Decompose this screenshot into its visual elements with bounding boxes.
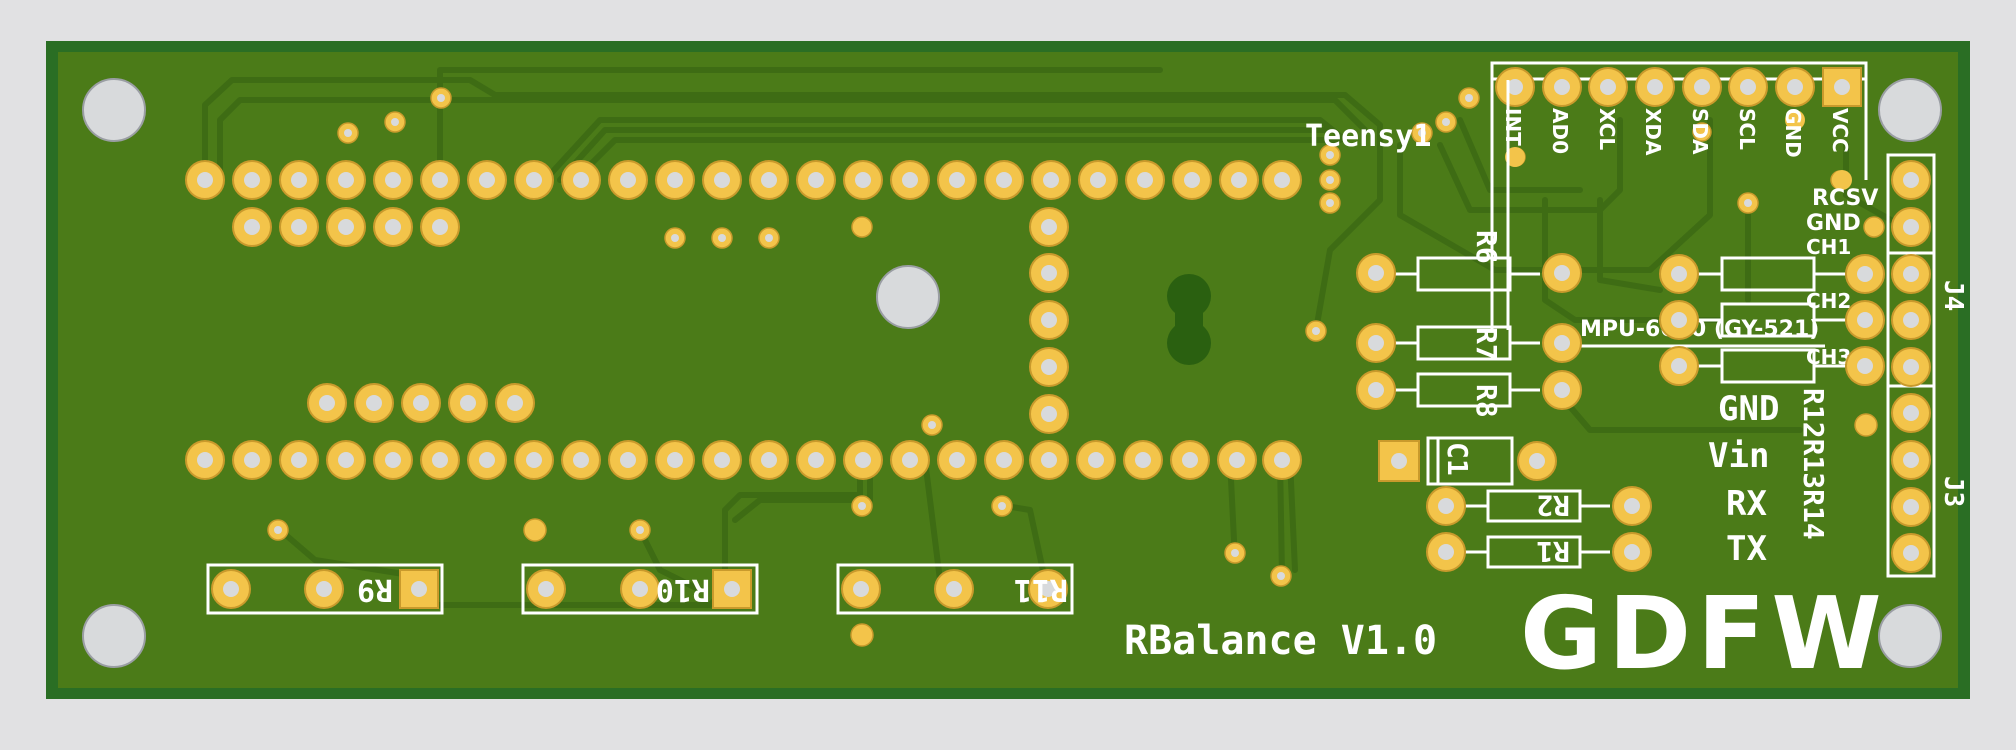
j4-label: J4: [1938, 280, 1968, 311]
capacitor-c1: [1378, 436, 1557, 486]
serial-label-vin: Vin: [1708, 436, 1769, 476]
resistors-r1-r2: [1426, 486, 1652, 572]
pin-scl: SCL: [1735, 108, 1759, 150]
serial-label-rx: RX: [1726, 484, 1767, 524]
r12-14-label: R12R13R14: [1797, 388, 1830, 540]
connector-j4: [1886, 153, 1936, 578]
via-drills: [274, 94, 1752, 580]
j3-label: J3: [1938, 476, 1968, 507]
r8-label: R8: [1470, 384, 1503, 418]
pin-int: INT: [1501, 108, 1525, 146]
r6-label: R6: [1470, 230, 1503, 264]
dark-vias: [1167, 274, 1211, 365]
rc-label-ch1: CH1: [1806, 235, 1851, 259]
board-logo: GDFW: [1520, 575, 1888, 692]
mounting-holes: [82, 78, 1942, 668]
r2-label: R2: [1536, 489, 1570, 522]
mpu-pin-labels: INT AD0 XCL XDA SDA SCL GND VCC: [1501, 108, 1852, 158]
pin-gnd: GND: [1781, 108, 1805, 158]
rc-label-rcsv: RCSV: [1812, 186, 1878, 211]
teensy-header-drills: [197, 172, 1290, 468]
rc-label-gnd: GND: [1806, 211, 1861, 236]
serial-labels: GND Vin RX TX: [1708, 389, 1779, 569]
board-surface: [58, 52, 1958, 688]
resistor-bank-r12-14: [1659, 254, 1885, 386]
board-title: RBalance V1.0: [1124, 618, 1437, 664]
r1-label: R1: [1536, 535, 1570, 568]
pin-xcl: XCL: [1595, 108, 1619, 150]
serial-label-tx: TX: [1726, 529, 1767, 569]
r11-label: R11: [1014, 572, 1068, 607]
pin-sda: SDA: [1688, 108, 1712, 155]
resistors-r9-r11: [206, 563, 1074, 615]
pin-ad0: AD0: [1548, 108, 1572, 154]
mpu-module: [1490, 61, 1868, 348]
serial-label-gnd: GND: [1718, 389, 1779, 429]
resistors-r6-r8: [1356, 80, 1582, 410]
r9-label: R9: [357, 572, 393, 607]
r10-label: R10: [656, 572, 710, 607]
teensy-label: Teensy1: [1305, 119, 1431, 154]
c1-label: C1: [1441, 442, 1474, 476]
pin-vcc: VCC: [1828, 108, 1852, 153]
pin-xda: XDA: [1641, 108, 1665, 156]
r7-label: R7: [1470, 327, 1503, 361]
